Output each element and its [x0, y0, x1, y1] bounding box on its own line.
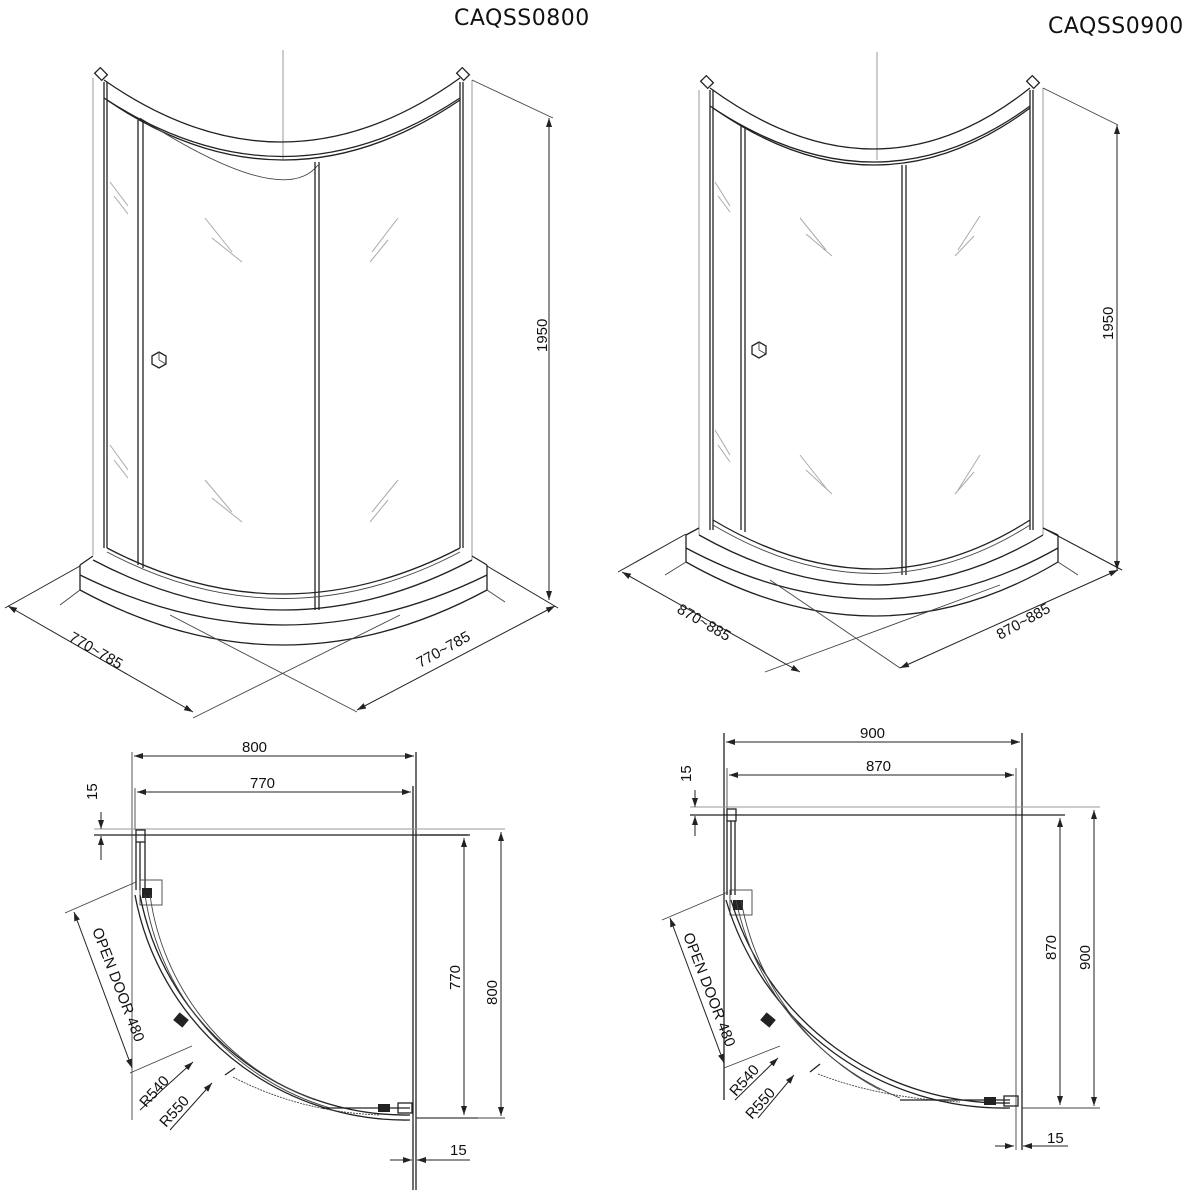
dim-inner-depth: 770	[447, 965, 464, 990]
dim-inner-width: 870	[866, 758, 891, 775]
plan-view-caqss0900: 900 870 15 870 900 15 OPEN DOOR	[661, 725, 1100, 1150]
dim-height: 1950	[1100, 307, 1117, 340]
model-title-caqss0900: CAQSS0900	[1048, 14, 1184, 39]
dim-top-offset: 15	[84, 783, 101, 800]
dim-outer-width: 900	[860, 725, 885, 742]
dim-outer-width: 800	[242, 739, 267, 756]
dim-outer-depth: 800	[484, 980, 501, 1005]
plan-view-caqss0800: 800 770 15 770 800	[64, 739, 505, 1190]
dim-top-offset: 15	[678, 765, 695, 782]
dim-bottom-offset: 15	[450, 1142, 467, 1159]
dim-inner-depth: 870	[1043, 935, 1060, 960]
elevation-view-caqss0900: 870~885 870~885 1950	[617, 52, 1123, 673]
dim-open-door: OPEN DOOR 480	[679, 930, 738, 1049]
door-handle-icon	[751, 341, 767, 359]
model-title-caqss0800: CAQSS0800	[454, 6, 590, 31]
dim-open-door: OPEN DOOR 480	[88, 925, 147, 1044]
dim-left-width-range: 870~885	[674, 601, 733, 645]
door-handle-icon	[151, 351, 167, 369]
dim-bottom-offset: 15	[1047, 1130, 1064, 1147]
dim-height: 1950	[534, 319, 551, 352]
dim-inner-width: 770	[250, 775, 275, 792]
dim-radius-outer: R550	[742, 1085, 779, 1123]
dim-left-width-range: 770~785	[66, 629, 125, 673]
dim-outer-depth: 900	[1077, 945, 1094, 970]
dim-radius-inner: R540	[136, 1073, 173, 1111]
elevation-view-caqss0800: 770~785 770~785 1950	[4, 50, 559, 719]
